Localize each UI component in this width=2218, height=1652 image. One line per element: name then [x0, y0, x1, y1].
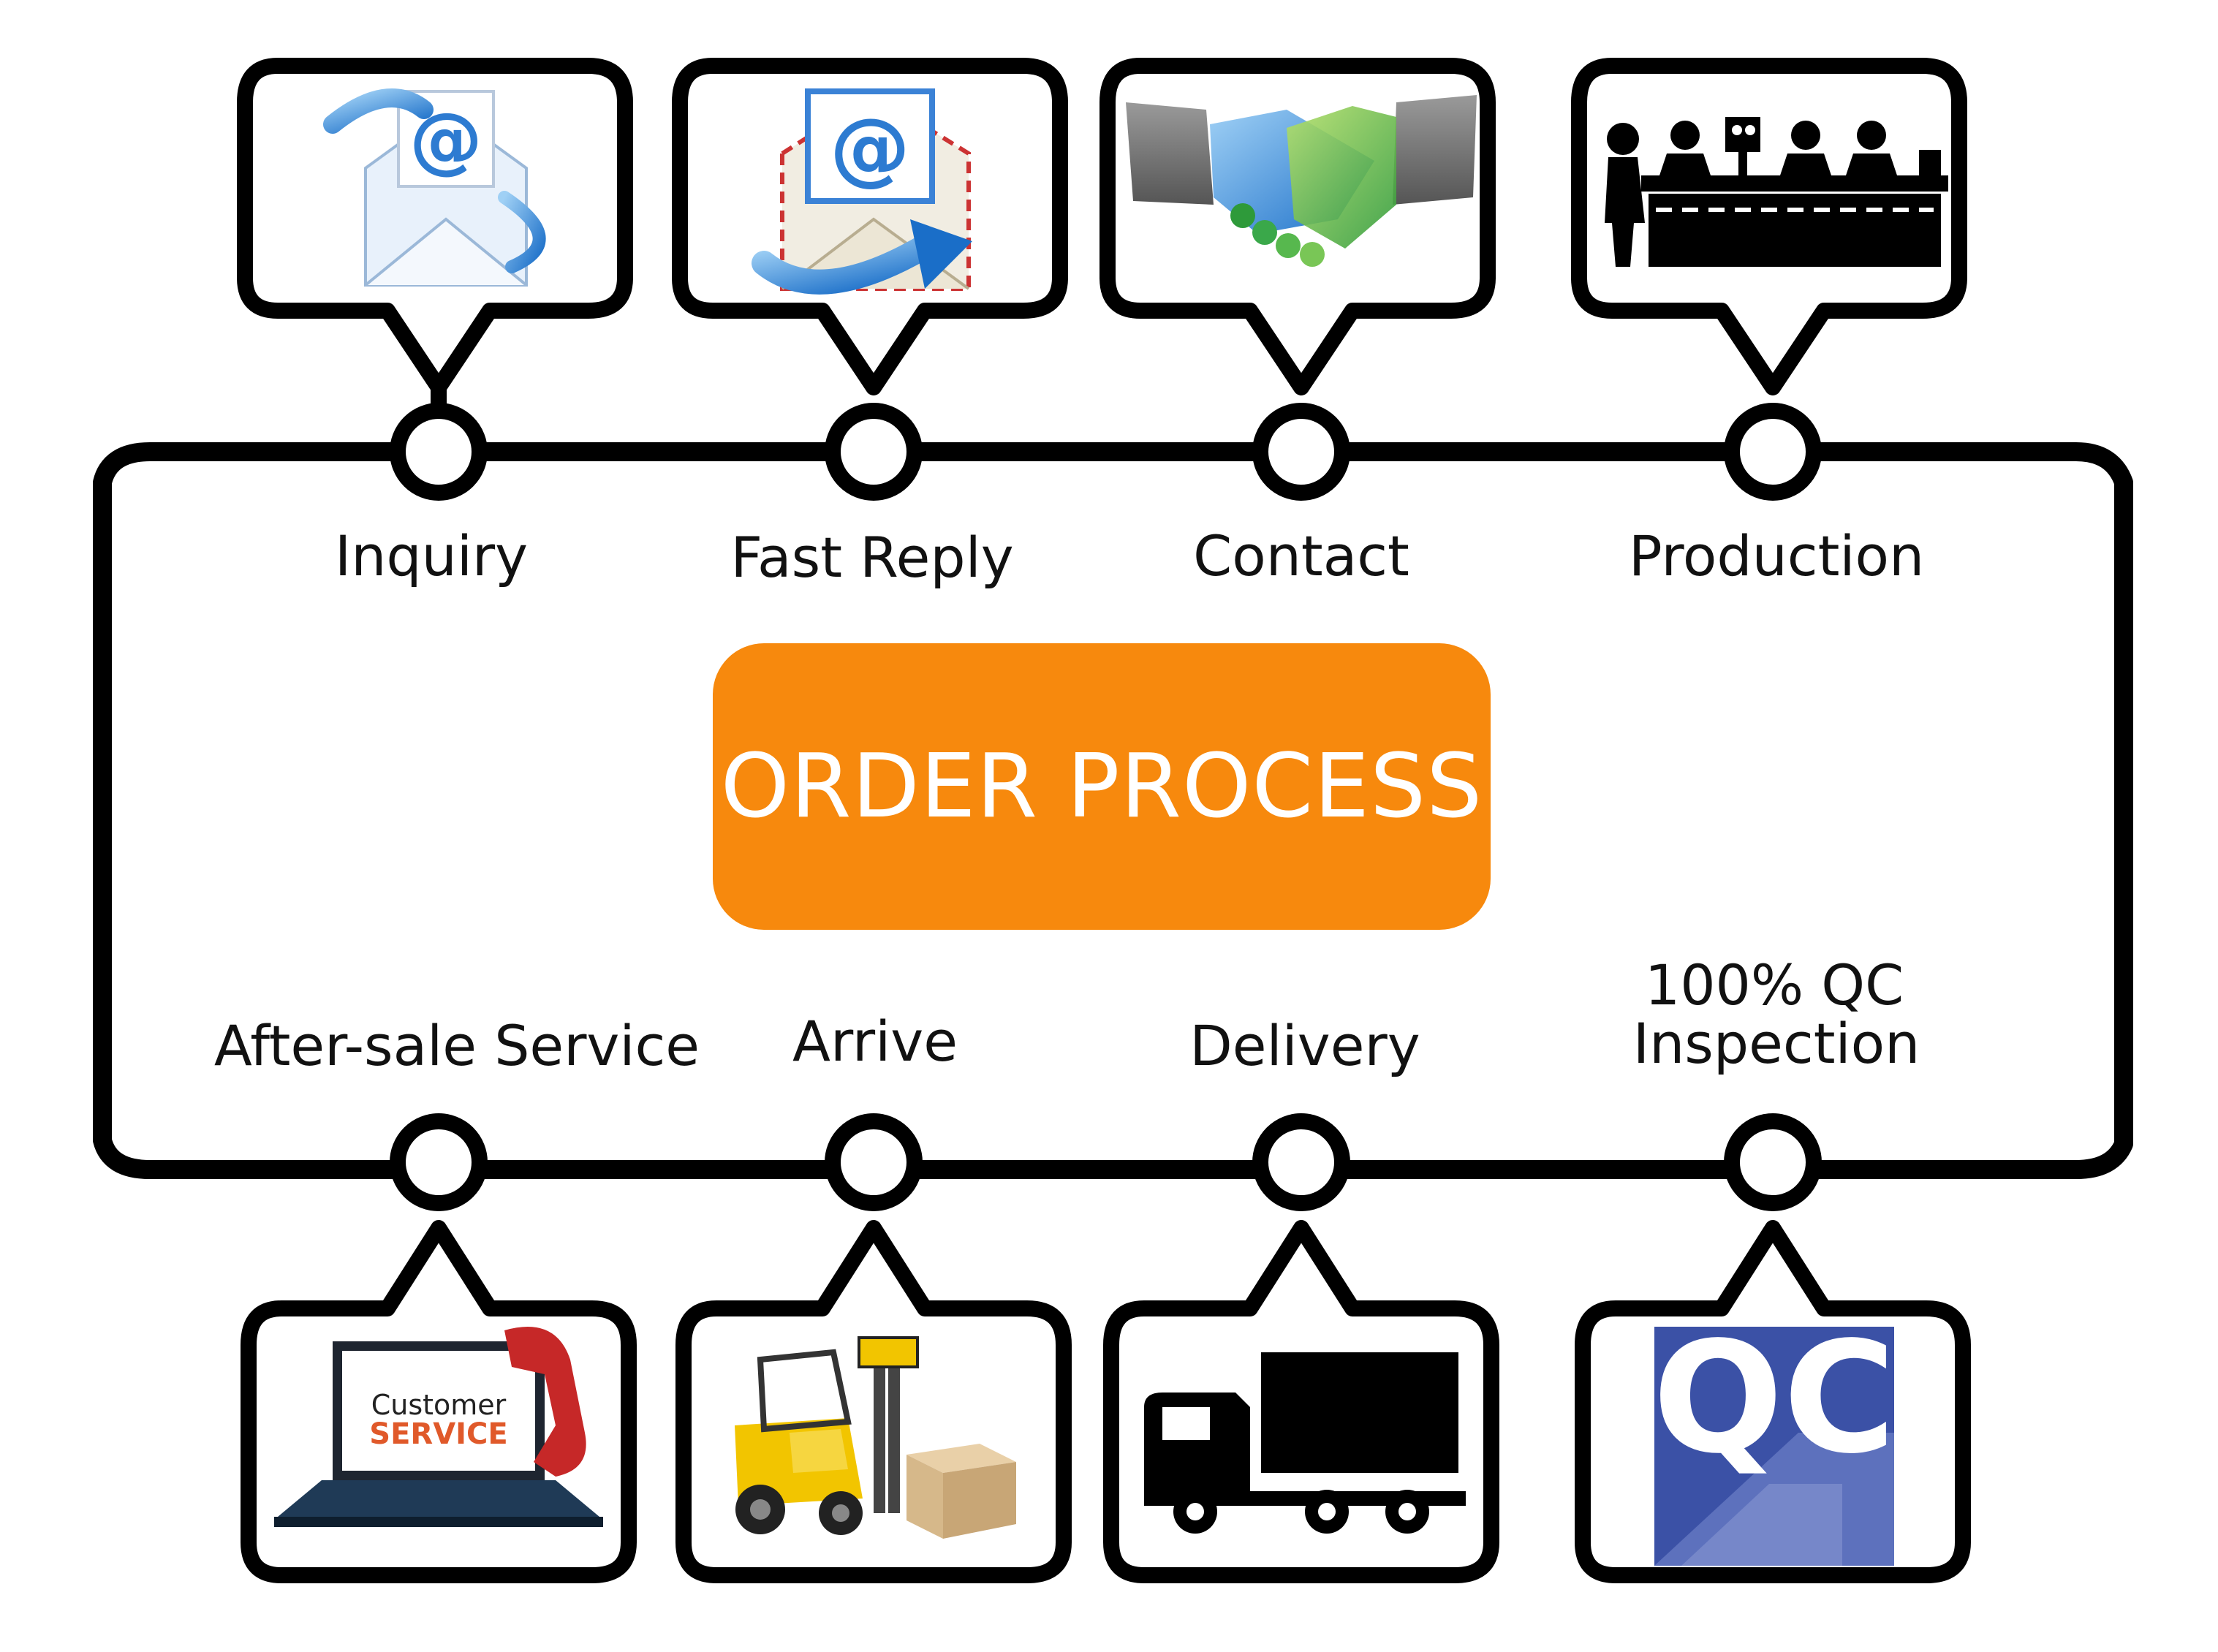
forklift-icon [735, 1336, 1016, 1539]
node-qc [1724, 1113, 1822, 1211]
svg-text:QC: QC [1653, 1308, 1896, 1488]
step-label-contact: Contact [1193, 523, 1409, 588]
node-production [1724, 403, 1822, 501]
step-label-fast-reply: Fast Reply [730, 525, 1014, 590]
node-delivery [1252, 1113, 1350, 1211]
truck-icon [1144, 1352, 1466, 1534]
step-label-delivery: Delivery [1189, 1013, 1420, 1078]
step-label-qc-line2: Inspection [1632, 1011, 1920, 1076]
step-label-inquiry: Inquiry [334, 523, 529, 588]
qc-icon: QC [1653, 1308, 1896, 1566]
step-label-qc-line1: 100% QC [1644, 952, 1904, 1018]
node-after-sale [390, 1113, 488, 1211]
svg-text:@: @ [830, 101, 910, 194]
email-reply-icon: @ [752, 88, 972, 295]
email-icon: @ [323, 88, 546, 287]
order-process-title: ORDER PROCESS [713, 643, 1491, 930]
handshake-icon [1126, 95, 1477, 267]
step-label-after-sale: After-sale Service [213, 1013, 700, 1078]
node-inquiry [390, 403, 488, 501]
customer-text: Customer [371, 1389, 507, 1421]
node-fast-reply [825, 403, 923, 501]
step-label-arrive: Arrive [792, 1009, 958, 1074]
node-contact [1252, 403, 1350, 501]
process-loop [93, 442, 2133, 1179]
node-arrive [825, 1113, 923, 1211]
service-text: SERVICE [369, 1417, 507, 1451]
assembly-line-icon [1605, 117, 1948, 267]
step-label-production: Production [1628, 523, 1925, 588]
customer-service-laptop-icon: Customer SERVICE [274, 1327, 603, 1527]
